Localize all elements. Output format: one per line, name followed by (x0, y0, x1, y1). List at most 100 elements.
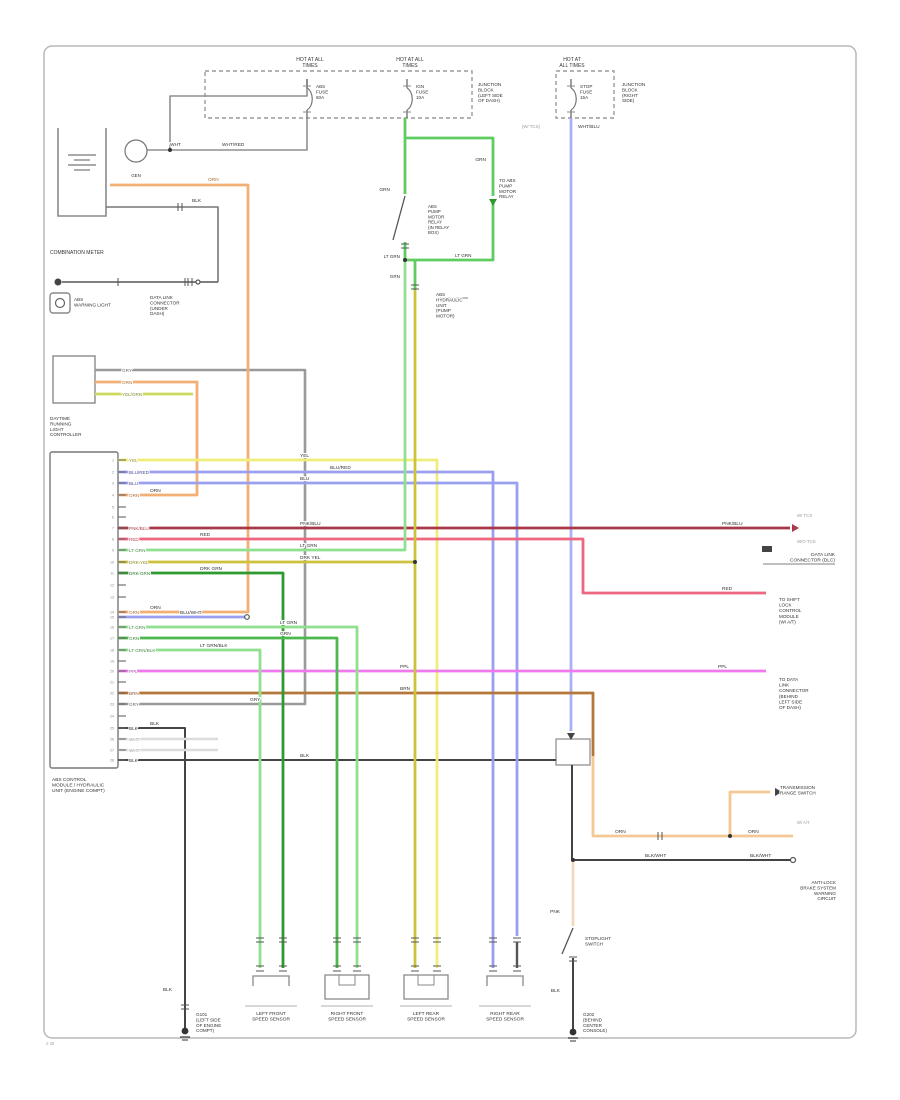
diagram-label-8: WHT/BLU (578, 124, 600, 130)
wire-code-label: LT GRN/BLK (129, 648, 156, 653)
module-pin-number: 3 (112, 482, 114, 486)
wire-battery-to-meter (106, 206, 219, 282)
module-pin-number: 17 (110, 637, 114, 641)
diagram-label-10: WHT (170, 142, 181, 148)
wire-code-label: PPL (129, 669, 138, 674)
diagram-label-49: GRN (475, 157, 486, 163)
arrow (775, 788, 782, 796)
module-pin-number: 16 (110, 626, 114, 630)
wire-orn-bottom (591, 756, 793, 838)
diagram-label-32: DRK GRN (200, 566, 223, 572)
diagram-label-44: ORN (615, 829, 626, 835)
battery-box (57, 128, 107, 217)
diagram-label-15: COMBINATION METER (50, 250, 104, 256)
diagram-label-39: PPL (718, 664, 727, 670)
symbol-circle (195, 279, 201, 285)
module-pin-number: 19 (110, 660, 114, 664)
diagram-label-41: GRY (250, 697, 261, 703)
arrow (792, 524, 799, 532)
module-pin-number: 27 (110, 749, 114, 753)
diagram-label-43: BLK (300, 753, 310, 759)
diagram-label-58: W/O TCS (797, 539, 816, 544)
diagram-label-13: BLK (192, 198, 202, 204)
diagram-label-46: BLK/WHT (645, 853, 666, 859)
abs-module-box (49, 451, 119, 769)
diagram-label-45: ORN (748, 829, 759, 835)
page-border (43, 45, 857, 1039)
diagram-label-24: BLU (300, 476, 310, 482)
diagram-label-31: DRK YEL (300, 555, 321, 561)
diagram-label-30: LT GRN (300, 543, 318, 549)
wire-grn-loop-top (405, 136, 495, 196)
module-pin-number: 6 (112, 516, 114, 520)
module-pin-number: 5 (112, 506, 114, 510)
diagram-label-63: W/ A/T (797, 820, 810, 825)
junction-dot (168, 148, 172, 152)
symbol-line (392, 195, 406, 241)
wire-gry-long (95, 368, 307, 706)
fuse-element (306, 87, 313, 111)
wire-ltgrn-s2 (118, 625, 359, 968)
fuse-element (570, 87, 577, 111)
symbol-circle (244, 614, 250, 620)
diagram-label-19: GRY (122, 368, 132, 373)
wire-blk-ground-left (118, 727, 186, 1031)
wire-code-label: GRN (129, 636, 139, 641)
diagram-label-67: BLK (551, 988, 561, 994)
fuse-block-left (204, 70, 473, 119)
diagram-label-38: PPL (400, 664, 409, 670)
diagram-label-47: BLK/WHT (750, 853, 771, 859)
diagram-label-25: ORN (150, 488, 161, 494)
diagram-label-33: ORN (150, 605, 161, 611)
diagram-label-34: BLU/WHT (180, 610, 202, 616)
wire-orn-1 (95, 380, 199, 497)
diagram-label-54: GRN (390, 274, 400, 279)
wire-code-label: ORN (129, 610, 139, 615)
wire-code-label: GRY (129, 702, 139, 707)
wire-gap (397, 194, 413, 242)
module-pin-number: 18 (110, 649, 114, 653)
sensor-bracket (252, 975, 290, 986)
diagram-label-26: PNK/BLU (300, 521, 321, 527)
wire-code-label: DRK GRN (129, 571, 150, 576)
diagram-label-12: ORN (208, 177, 219, 183)
wire-blu-2 (118, 481, 519, 936)
wire-code-label: PNK/BLU (129, 526, 149, 531)
diagram-label-40: BRN (400, 686, 411, 692)
arrow (567, 733, 575, 740)
wire-orn-2 (110, 183, 250, 614)
symbol-line (561, 927, 574, 955)
diagram-label-65: PNK (550, 909, 561, 915)
sensor-notch (338, 974, 356, 986)
symbol-circle (54, 278, 62, 286)
module-pin-number: 2 (112, 471, 114, 475)
diagram-label-42: BLK (150, 721, 160, 727)
wire-blu-1 (118, 470, 495, 968)
junction-dot (728, 834, 732, 838)
wire-code-label: YEL (129, 458, 138, 463)
wire-red (118, 537, 766, 595)
wire-code-label: LT GRN (129, 625, 145, 630)
wire-code-label: DRK YEL (129, 560, 149, 565)
junction-dot (571, 858, 575, 862)
arrow (489, 199, 497, 206)
wire-code-label: ORN (129, 493, 139, 498)
wire-code-label: WHT (129, 748, 140, 753)
junction-dot (403, 258, 407, 262)
diagram-label-22: YEL (300, 453, 309, 459)
junction-dot (413, 560, 417, 564)
diagram-label-48: GRN (379, 187, 390, 193)
